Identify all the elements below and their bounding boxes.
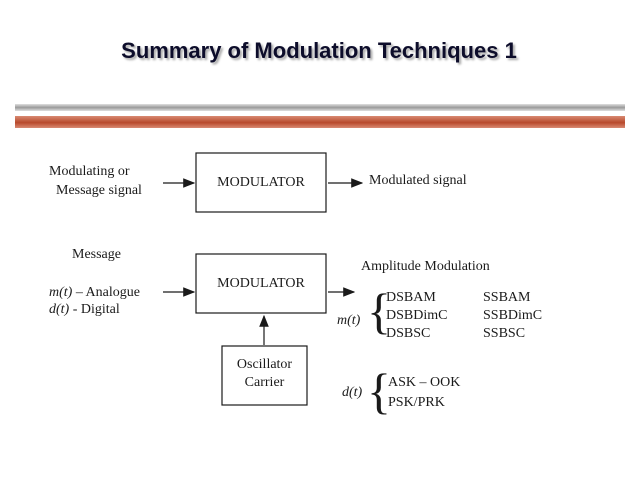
analogue-text: – Analogue [72, 285, 140, 300]
analogue-label: m(t) – Analogue [49, 285, 140, 301]
analogue-brace: { [367, 283, 391, 339]
analogue-var: m(t) [49, 285, 73, 300]
analogue-group-var: m(t) [337, 313, 361, 328]
title-divider-gray [15, 104, 625, 111]
digital-text: - Digital [69, 302, 120, 317]
slide-title: Summary of Modulation Techniques 1 [121, 38, 517, 63]
am-left-item: DSBSC [386, 326, 431, 341]
digital-var: d(t) [49, 302, 70, 317]
am-left-item: DSBDimC [386, 308, 448, 323]
input-label-line2: Message signal [56, 183, 142, 198]
input-label-line1: Modulating or [49, 164, 130, 179]
modulator-label-top: MODULATOR [217, 175, 305, 190]
title-divider-red [15, 116, 625, 128]
digital-label: d(t) - Digital [49, 302, 120, 318]
oscillator-box [221, 345, 308, 406]
am-left-item: DSBAM [386, 290, 436, 305]
am-right-item: SSBAM [483, 290, 531, 305]
digital-group-var: d(t) [342, 385, 363, 400]
am-heading: Amplitude Modulation [361, 259, 490, 274]
oscillator-label-line2: Carrier [244, 375, 285, 390]
digital-item: PSK/PRK [388, 395, 445, 410]
digital-item: ASK – OOK [388, 375, 461, 390]
modulator-box-bottom [195, 253, 327, 314]
digital-brace: { [367, 363, 391, 419]
message-label: Message [72, 247, 121, 262]
oscillator-label-line1: Oscillator [236, 357, 293, 372]
modulator-box-top [195, 152, 327, 213]
am-right-item: SSBDimC [483, 308, 543, 323]
output-label: Modulated signal [369, 173, 467, 188]
am-right-item: SSBSC [483, 326, 526, 341]
modulator-label-bottom: MODULATOR [217, 276, 305, 291]
